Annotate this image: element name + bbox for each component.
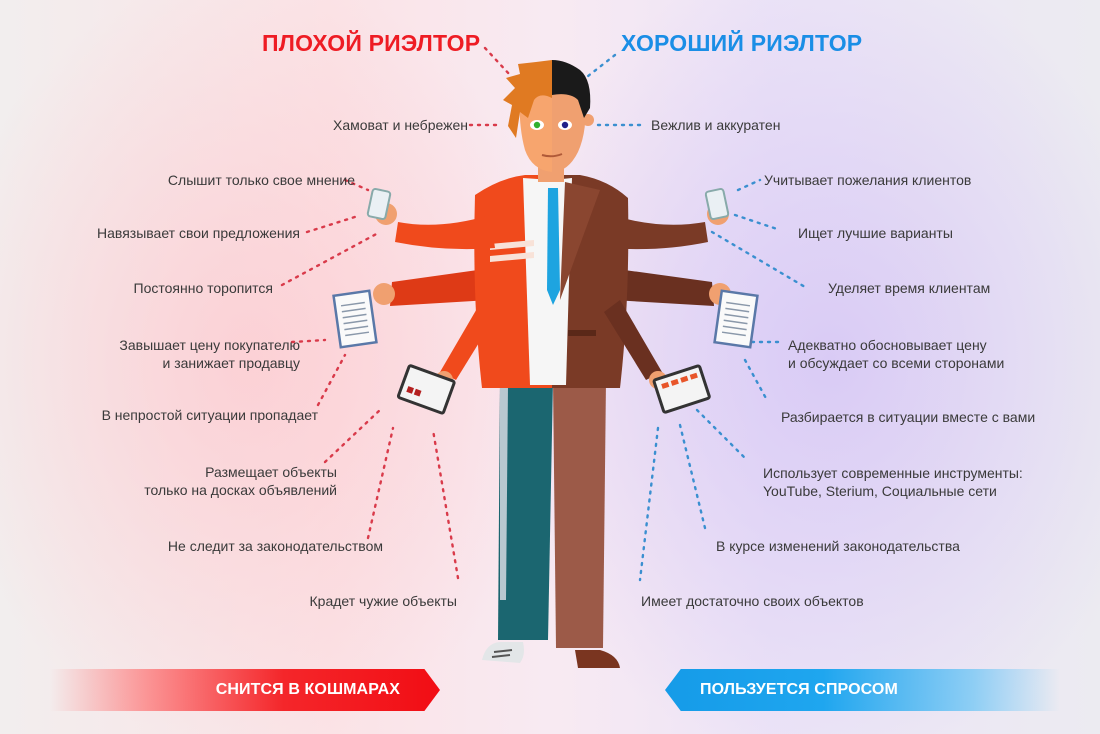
head <box>503 60 594 182</box>
good-trait-label: Учитывает пожелания клиентов <box>764 172 972 188</box>
tablet-icon <box>396 364 711 415</box>
smartphone-icon <box>366 187 730 221</box>
messy-hair <box>503 60 552 138</box>
good-connector-lines <box>581 53 807 582</box>
good-trait-label: Использует современные инструменты:YouTu… <box>763 465 1023 499</box>
good-shoe <box>575 650 620 668</box>
good-trait-label: Имеет достаточно своих объектов <box>641 593 864 609</box>
bad-realtor-title: ПЛОХОЙ РИЭЛТОР <box>262 30 481 56</box>
good-trait-label: Вежлив и аккуратен <box>651 117 781 133</box>
good-realtor-title: ХОРОШИЙ РИЭЛТОР <box>621 30 863 56</box>
good-trait-label: Разбирается в ситуации вместе с вами <box>781 409 1036 425</box>
torso <box>474 175 629 388</box>
good-verdict-label: ПОЛЬЗУЕТСЯ СПРОСОМ <box>700 681 898 698</box>
bad-trait-label: Крадет чужие объекты <box>309 593 457 609</box>
bad-trait-label: Слышит только свое мнение <box>167 172 355 188</box>
back-arms <box>373 268 731 306</box>
good-trait-label: Ищет лучшие варианты <box>798 225 953 241</box>
bad-trait-label: Не следит за законодательством <box>167 538 383 554</box>
bad-verdict-banner: СНИТСЯ В КОШМАРАХ <box>50 669 440 711</box>
bad-trait-label: Постоянно торопится <box>133 280 273 296</box>
bad-shoe <box>482 642 524 663</box>
good-trait-label: В курсе изменений законодательства <box>716 538 960 554</box>
good-trait-label: Уделяет время клиентам <box>828 280 991 296</box>
bad-trait-label: В непростой ситуации пропадает <box>101 407 318 423</box>
document-icon <box>332 289 759 349</box>
bad-verdict-label: СНИТСЯ В КОШМАРАХ <box>215 681 400 698</box>
legs <box>482 380 620 668</box>
bad-trait-label: Навязывает свои предложения <box>97 225 300 241</box>
tie <box>547 188 560 305</box>
bad-trait-label: Хамоват и небрежен <box>333 117 468 133</box>
bad-connector-lines <box>280 46 512 580</box>
neat-hair <box>552 60 591 118</box>
good-verdict-banner: ПОЛЬЗУЕТСЯ СПРОСОМ <box>665 669 1060 711</box>
